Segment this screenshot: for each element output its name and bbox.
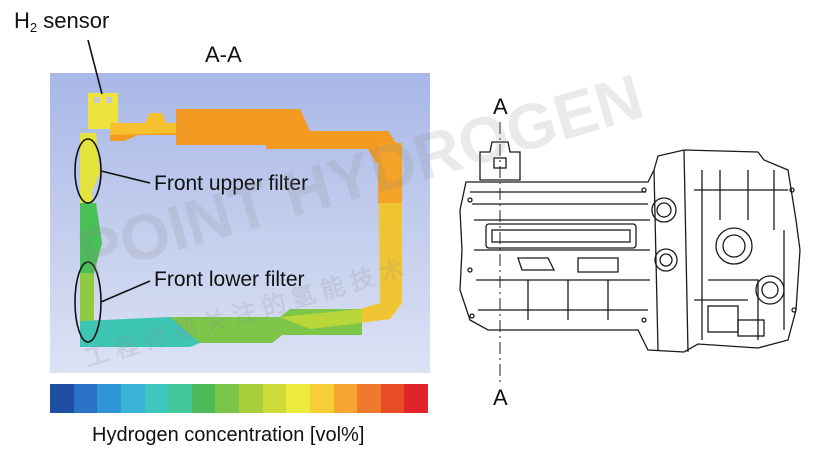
engine-body-outline [459, 149, 801, 353]
sensor-mount [479, 141, 521, 181]
colorbar-swatch [333, 384, 358, 413]
front-lower-filter-label: Front lower filter [154, 268, 305, 291]
section-title: A-A [205, 42, 242, 67]
colorbar-swatch [286, 384, 310, 413]
concentration-cross-section [50, 73, 430, 373]
bearing-middle [654, 248, 678, 272]
colorbar-swatch [97, 384, 121, 413]
colorbar-swatch [357, 384, 381, 413]
colorbar-swatch [168, 384, 192, 413]
section-marker-bottom: A [493, 385, 508, 410]
top-channel [110, 109, 396, 163]
h2-sensor-label: H2 sensor [14, 8, 110, 35]
colorbar-swatch [239, 384, 263, 413]
bearing-upper [651, 197, 677, 223]
colorbar-swatch [50, 384, 74, 413]
section-marker-top: A [493, 94, 508, 119]
bearing-large [715, 227, 753, 265]
colorbar-swatch [120, 384, 145, 413]
lower-filter-leader [100, 280, 151, 303]
colorbar-swatch [380, 384, 405, 413]
front-upper-filter-label: Front upper filter [154, 172, 309, 195]
colorbar-swatch [144, 384, 169, 413]
engine-drawing [459, 141, 801, 353]
concentration-colorbar [50, 384, 428, 413]
colorbar-swatch [404, 384, 428, 413]
colorbar-caption: Hydrogen concentration [vol%] [92, 424, 365, 446]
colorbar-swatch [215, 384, 239, 413]
upper-filter-leader [100, 170, 151, 184]
colorbar-swatch [191, 384, 216, 413]
colorbar-swatch [73, 384, 98, 413]
transmission-housing [653, 149, 689, 353]
colorbar-swatch [262, 384, 287, 413]
colorbar-swatch [309, 384, 334, 413]
bearing-lower [755, 275, 785, 305]
